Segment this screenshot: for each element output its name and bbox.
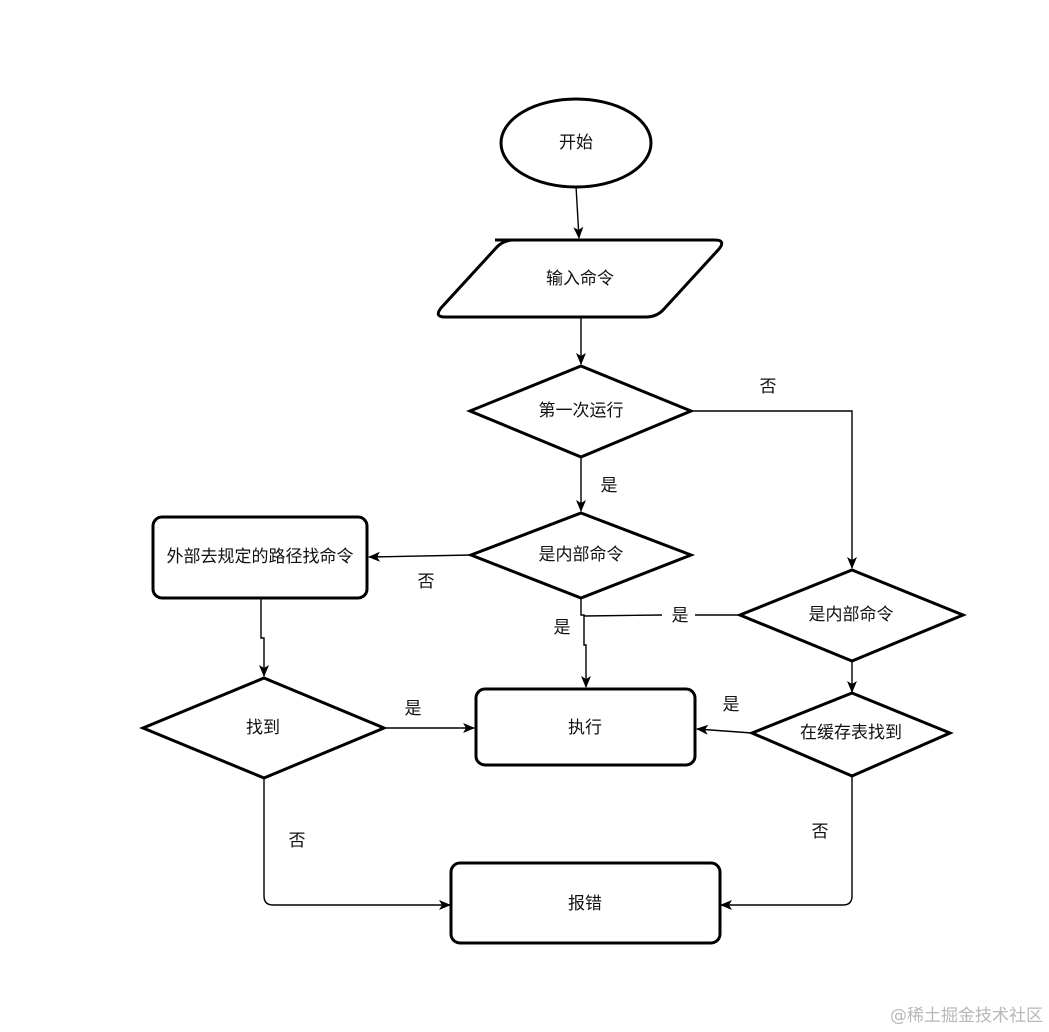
edge-internal1-no	[368, 551, 472, 562]
node-first-run-label: 第一次运行	[539, 401, 624, 421]
node-cache-found: 在缓存表找到	[748, 691, 954, 778]
node-cache-found-label: 在缓存表找到	[800, 723, 902, 743]
edge-label-cache-no: 否	[812, 822, 829, 842]
node-input-label: 输入命令	[546, 269, 614, 289]
node-external-path-label: 外部去规定的路径找命令	[167, 547, 354, 567]
node-error: 报错	[449, 861, 722, 945]
node-is-internal-1: 是内部命令	[466, 511, 696, 600]
edge-label-internal1-yes: 是	[554, 618, 571, 638]
edge-label-found-no: 否	[289, 831, 306, 851]
edge-label-first-run-no: 否	[760, 377, 777, 397]
edge-cache-yes	[696, 724, 753, 735]
node-external-path: 外部去规定的路径找命令	[151, 515, 369, 600]
node-error-label: 报错	[568, 894, 602, 914]
edge-label-cache-yes: 是	[723, 695, 740, 715]
node-execute: 执行	[474, 687, 697, 767]
watermark: @稀土掘金技术社区	[890, 1006, 1043, 1026]
edge-external-to-found	[259, 598, 269, 677]
edge-cache-no	[720, 777, 853, 910]
edge-first-run-no	[691, 410, 857, 569]
edge-start-to-input	[573, 185, 584, 239]
node-found-label: 找到	[246, 718, 280, 738]
edge-internal1-yes	[580, 598, 591, 688]
node-start: 开始	[499, 97, 653, 189]
node-first-run: 第一次运行	[466, 364, 695, 459]
edge-internal2-yes-right	[583, 614, 663, 617]
edge-label-first-run-yes: 是	[601, 476, 618, 496]
node-is-internal-2: 是内部命令	[736, 568, 967, 663]
node-is-internal-1-label: 是内部命令	[539, 545, 624, 565]
edge-label-internal1-no: 否	[418, 572, 435, 592]
node-execute-label: 执行	[568, 718, 602, 738]
node-input: 输入命令	[436, 238, 724, 319]
edge-label-internal2-yes: 是	[672, 606, 689, 626]
node-found: 找到	[139, 676, 388, 780]
edge-label-found-yes: 是	[405, 699, 422, 719]
node-start-label: 开始	[559, 133, 593, 153]
edge-found-no	[263, 778, 451, 910]
node-is-internal-2-label: 是内部命令	[809, 605, 894, 625]
